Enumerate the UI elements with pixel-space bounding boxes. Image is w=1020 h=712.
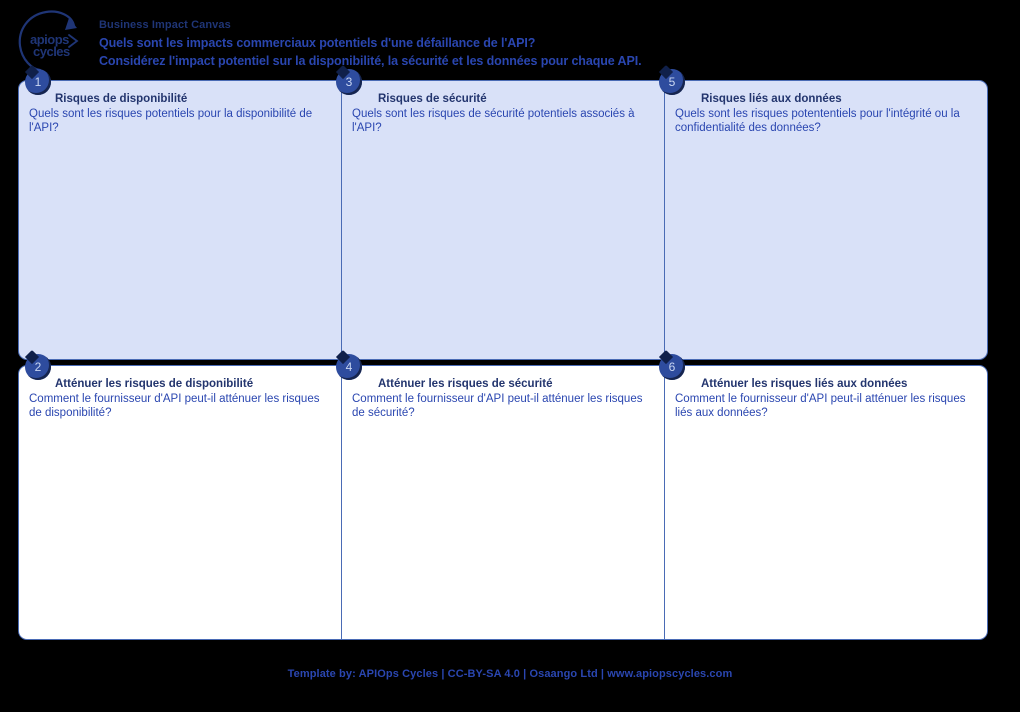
cell-title: Atténuer les risques de disponibilité [55,378,254,390]
cell-number-badge: 3 [336,69,362,95]
apiops-cycles-logo: apiops cycles [14,8,92,74]
canvas-cell-data-mitigation[interactable]: 6 Atténuer les risques liés aux données … [659,354,987,639]
cell-text-block: Risques liés aux données Quels sont les … [675,92,979,135]
cell-text-block: Risques de sécurité Quels sont les risqu… [352,92,656,135]
canvas-header: apiops cycles Business Impact Canvas Que… [0,0,1020,78]
cell-text-block: Atténuer les risques de sécurité Comment… [352,377,656,420]
cell-number-badge: 6 [659,354,685,380]
cell-title: Risques de sécurité [378,93,487,105]
canvas-title: Business Impact Canvas [99,19,231,31]
canvas-cell-security-mitigation[interactable]: 4 Atténuer les risques de sécurité Comme… [336,354,664,639]
cell-question: Quels sont les risques potentiels pour l… [29,108,313,134]
svg-text:apiops: apiops [30,32,69,47]
cell-title: Atténuer les risques liés aux données [701,378,908,390]
cell-question: Comment le fournisseur d'API peut-il att… [675,393,966,419]
cell-number-badge: 1 [25,69,51,95]
cell-number-badge: 4 [336,354,362,380]
mitigations-row: 2 Atténuer les risques de disponibilité … [18,354,988,640]
risks-row: 1 Risques de disponibilité Quels sont le… [18,69,988,360]
cell-text-block: Atténuer les risques liés aux données Co… [675,377,979,420]
cell-number-badge: 2 [25,354,51,380]
cell-question: Quels sont les risques potententiels pou… [675,108,960,134]
canvas-question: Quels sont les impacts commerciaux poten… [99,36,536,50]
canvas-cell-data-risks[interactable]: 5 Risques liés aux données Quels sont le… [659,69,987,359]
canvas-footer-credit: Template by: APIOps Cycles | CC-BY-SA 4.… [287,668,733,680]
cell-title: Risques liés aux données [701,93,842,105]
cell-question: Quels sont les risques de sécurité poten… [352,108,635,134]
canvas-cell-security-risks[interactable]: 3 Risques de sécurité Quels sont les ris… [336,69,664,359]
header-text-block: Business Impact Canvas Quels sont les im… [99,18,999,71]
cell-question: Comment le fournisseur d'API peut-il att… [29,393,320,419]
canvas-cell-availability-risks[interactable]: 1 Risques de disponibilité Quels sont le… [19,69,341,359]
cell-title: Risques de disponibilité [55,93,188,105]
cell-number-badge: 5 [659,69,685,95]
svg-text:cycles: cycles [33,44,70,59]
canvas-instruction: Considérez l'impact potentiel sur la dis… [99,54,642,68]
cell-text-block: Atténuer les risques de disponibilité Co… [29,377,333,420]
cell-text-block: Risques de disponibilité Quels sont les … [29,92,333,135]
business-impact-canvas: 1 Risques de disponibilité Quels sont le… [18,69,988,640]
canvas-cell-availability-mitigation[interactable]: 2 Atténuer les risques de disponibilité … [19,354,341,639]
cell-title: Atténuer les risques de sécurité [378,378,553,390]
cell-question: Comment le fournisseur d'API peut-il att… [352,393,643,419]
